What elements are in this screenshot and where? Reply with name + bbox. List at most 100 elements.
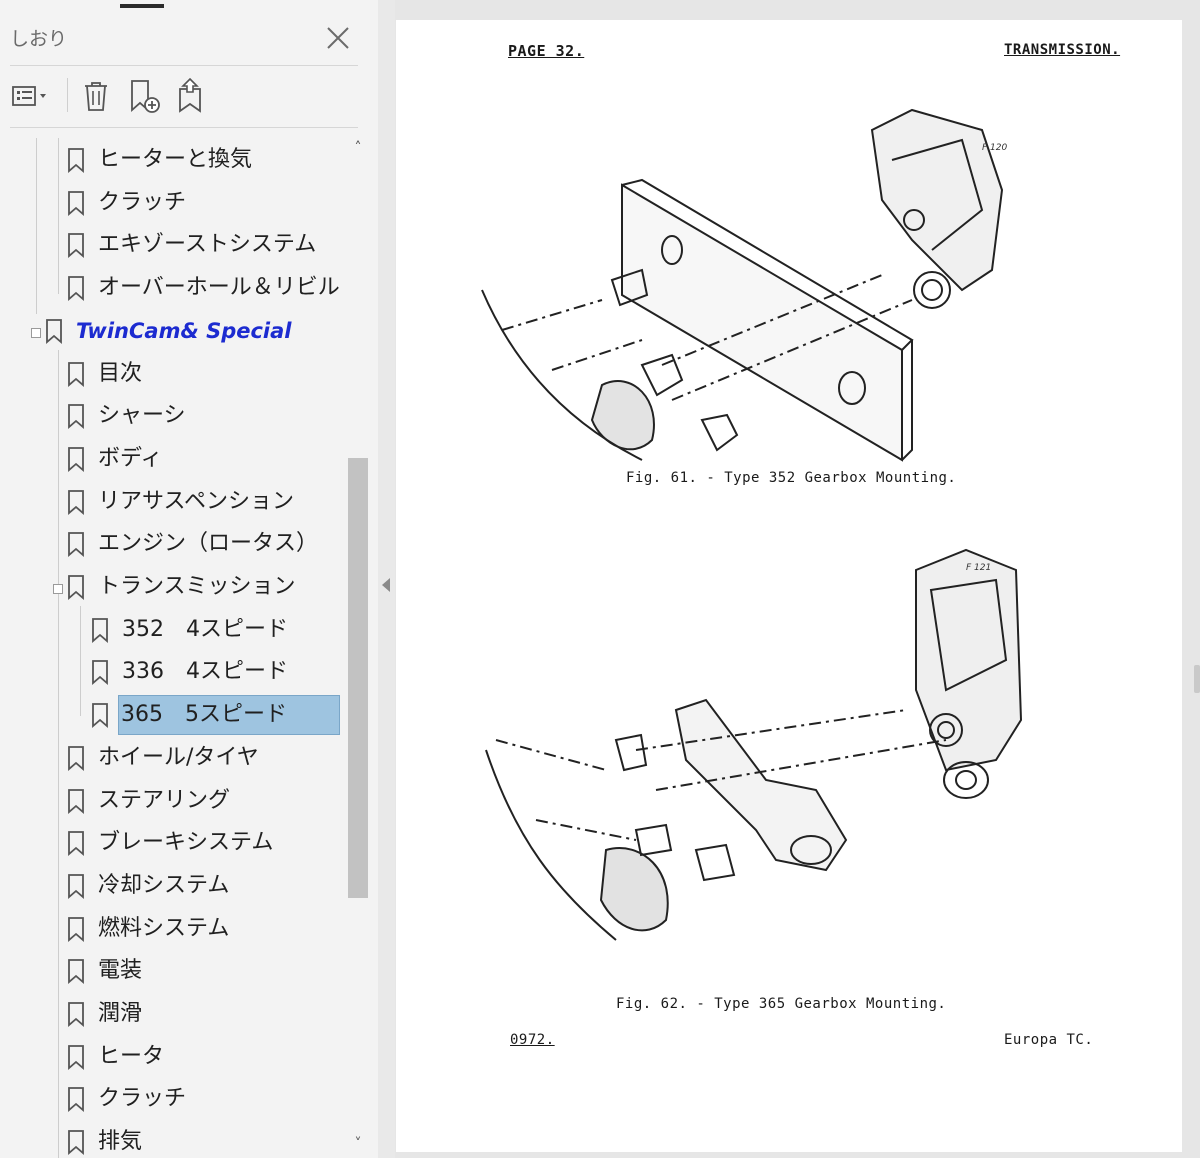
bookmark-label: ヒーターと換気: [98, 147, 253, 172]
close-panel-button[interactable]: [322, 22, 354, 54]
bookmark-label: クラッチ: [98, 1086, 187, 1112]
bookmark-item[interactable]: 352 4スピード: [90, 610, 288, 650]
figure-61-caption: Fig. 61. - Type 352 Gearbox Mounting.: [626, 470, 957, 486]
bookmark-item[interactable]: ステアリング: [66, 781, 230, 821]
bookmark-label: 潤滑: [98, 1001, 143, 1026]
new-bookmark-button[interactable]: [124, 74, 164, 118]
bookmark-icon: [68, 361, 84, 387]
footer-code: 0972.: [510, 1032, 555, 1048]
active-tab-indicator: [120, 4, 164, 8]
bookmark-label: 目次: [98, 360, 143, 386]
footer-model: Europa TC.: [1004, 1032, 1094, 1048]
right-gutter: [1182, 0, 1200, 1158]
figure-tag: F 120: [982, 143, 1007, 153]
bookmark-icon: [68, 575, 84, 600]
bookmark-label: ブレーキシステム: [98, 830, 274, 856]
bookmark-label: シャーシ: [98, 403, 186, 429]
gearbox-mounting-diagram-352: F 120: [481, 108, 1007, 462]
scroll-up-arrow-icon[interactable]: ˄: [354, 140, 362, 156]
bookmark-icon: [68, 532, 84, 558]
promote-bookmark-button[interactable]: [170, 74, 210, 118]
promote-bookmark-icon: [179, 77, 201, 113]
bookmark-item[interactable]: シャーシ: [66, 396, 186, 436]
bookmark-icon: [68, 190, 84, 216]
bookmark-item[interactable]: 排気: [66, 1122, 142, 1158]
bookmark-item[interactable]: 目次: [66, 354, 142, 394]
figure-62-caption: Fig. 62. - Type 365 Gearbox Mounting.: [616, 996, 947, 1012]
bookmark-item[interactable]: 冷却システム: [66, 866, 229, 906]
bookmark-icon: [68, 276, 84, 302]
bookmark-label: リアサスペンション: [98, 488, 295, 514]
page-number: PAGE 32.: [508, 42, 585, 60]
bookmark-label: 352 4スピード: [122, 616, 288, 642]
document-page: PAGE 32. TRANSMISSION. F 1: [396, 20, 1182, 1152]
bookmark-label: 排気: [98, 1129, 143, 1155]
bookmark-label: トランスミッション: [98, 574, 296, 599]
bookmark-item[interactable]: TwinCam& Special: [44, 311, 292, 351]
bookmark-label: ステアリング: [98, 787, 231, 813]
bookmark-icon: [46, 318, 62, 344]
bookmark-item[interactable]: 燃料システム: [66, 909, 229, 949]
collapse-panel-arrow-icon[interactable]: [382, 578, 390, 592]
tree-connector: [80, 606, 81, 716]
scroll-down-arrow-icon[interactable]: ˅: [354, 1136, 362, 1152]
divider: [10, 65, 358, 66]
figure-tag: F 121: [966, 563, 991, 573]
bookmark-label: TwinCam& Special: [76, 318, 292, 343]
right-panel-handle[interactable]: [1194, 665, 1200, 693]
bookmark-item[interactable]: 336 4スピード: [90, 652, 288, 692]
bookmark-icon: [68, 788, 84, 814]
bookmark-label: クラッチ: [98, 189, 187, 215]
bookmark-item[interactable]: ヒーターと換気: [66, 140, 252, 180]
bookmark-item[interactable]: エキゾーストシステム: [66, 225, 316, 265]
bookmark-item[interactable]: オーバーホール＆リビルト: [66, 268, 344, 308]
bookmark-icon: [68, 1087, 84, 1113]
bookmark-icon: [68, 916, 84, 942]
section-title: TRANSMISSION.: [1004, 42, 1121, 58]
bookmark-icon: [68, 148, 84, 173]
bookmark-label: エンジン（ロータス）: [98, 531, 319, 557]
panel-title: しおり: [10, 28, 68, 50]
options-menu-button[interactable]: [10, 74, 50, 118]
close-icon: [327, 27, 349, 49]
bookmark-icon: [68, 233, 84, 259]
bookmark-item[interactable]: 365 5スピード: [90, 695, 340, 736]
bookmark-label: 冷却システム: [98, 872, 230, 898]
bookmark-icon: [68, 1044, 84, 1070]
add-bookmark-icon: [131, 80, 160, 113]
bookmark-label: 336 4スピード: [122, 659, 288, 685]
toolbar-divider: [67, 78, 68, 112]
bookmark-item[interactable]: 潤滑: [66, 994, 142, 1034]
scrollbar-thumb[interactable]: [348, 458, 368, 898]
divider: [10, 127, 358, 128]
collapse-toggle[interactable]: [53, 584, 63, 594]
bookmark-item[interactable]: ボディ: [66, 439, 162, 479]
bookmark-icon: [68, 489, 84, 515]
bookmark-item[interactable]: エンジン（ロータス）: [66, 524, 318, 564]
delete-bookmark-button[interactable]: [76, 74, 116, 118]
bookmark-item[interactable]: ホイール/タイヤ: [66, 738, 259, 778]
delete-trash-icon: [85, 82, 107, 111]
bookmark-item[interactable]: ヒータ: [66, 1037, 164, 1077]
bookmark-item[interactable]: リアサスペンション: [66, 482, 294, 522]
bookmark-item[interactable]: クラッチ: [66, 1079, 186, 1119]
gearbox-mounting-diagram-365: F 121: [485, 548, 1023, 941]
bookmark-icon: [68, 873, 84, 899]
options-menu-icon: [12, 86, 46, 106]
bookmark-label: ヒータ: [98, 1043, 165, 1069]
bookmark-icon: [92, 617, 108, 643]
bookmark-item[interactable]: 電装: [66, 951, 142, 991]
bookmark-label: 電装: [98, 958, 143, 984]
collapse-toggle[interactable]: [31, 328, 41, 338]
bookmark-label: オーバーホール＆リビルト: [98, 275, 344, 301]
bookmark-label: 365 5スピード: [118, 695, 340, 736]
bookmark-label: ホイール/タイヤ: [98, 744, 259, 770]
bookmark-icon: [68, 831, 84, 857]
bookmark-item[interactable]: クラッチ: [66, 183, 186, 223]
bookmark-item[interactable]: トランスミッション: [66, 567, 296, 607]
bookmark-icon: [68, 446, 84, 472]
bookmark-item[interactable]: ブレーキシステム: [66, 823, 273, 863]
bookmark-label: エキゾーストシステム: [98, 232, 317, 258]
tree-connector: [58, 138, 59, 294]
